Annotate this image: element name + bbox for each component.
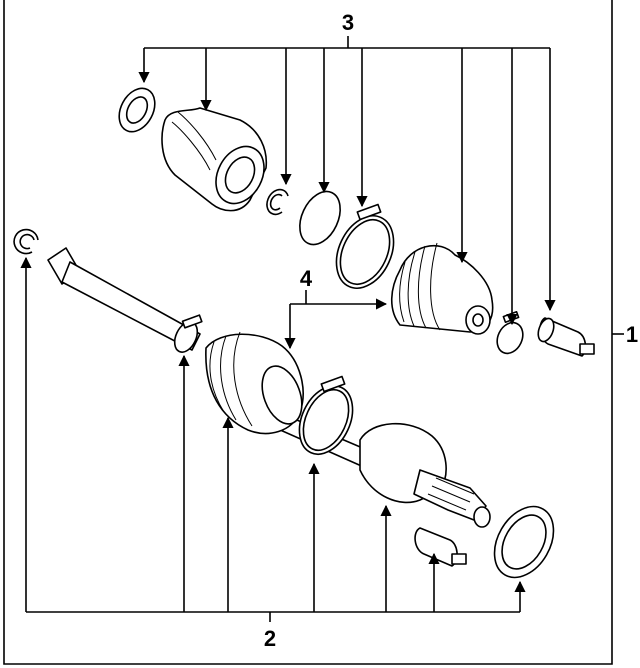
boot-clamp-lower xyxy=(298,375,354,455)
snap-ring xyxy=(299,190,341,246)
callout-2: 2 xyxy=(264,626,276,651)
leader-lines-2 xyxy=(20,256,526,622)
callout-4: 4 xyxy=(300,266,313,291)
dynamic-damper-upper xyxy=(537,317,595,357)
inner-joint-housing xyxy=(161,107,268,212)
shaft-clamp-left xyxy=(173,314,203,353)
leader-lines-3 xyxy=(138,36,556,326)
inner-boot xyxy=(390,242,494,335)
dynamic-damper-lower xyxy=(414,527,467,567)
circlip-left xyxy=(13,228,39,255)
callout-3: 3 xyxy=(342,10,354,35)
leader-lines-4 xyxy=(284,290,388,350)
boot-clamp-upper xyxy=(335,203,395,289)
boot-clamp-small xyxy=(496,310,524,355)
outer-seal-ring xyxy=(493,505,555,579)
diagram-frame xyxy=(3,0,613,665)
outer-boot xyxy=(205,331,304,435)
circlip-small-upper xyxy=(266,188,289,216)
outer-cv-joint xyxy=(359,422,491,528)
inner-seal-ring xyxy=(118,87,156,133)
callout-1: 1 xyxy=(626,322,638,347)
